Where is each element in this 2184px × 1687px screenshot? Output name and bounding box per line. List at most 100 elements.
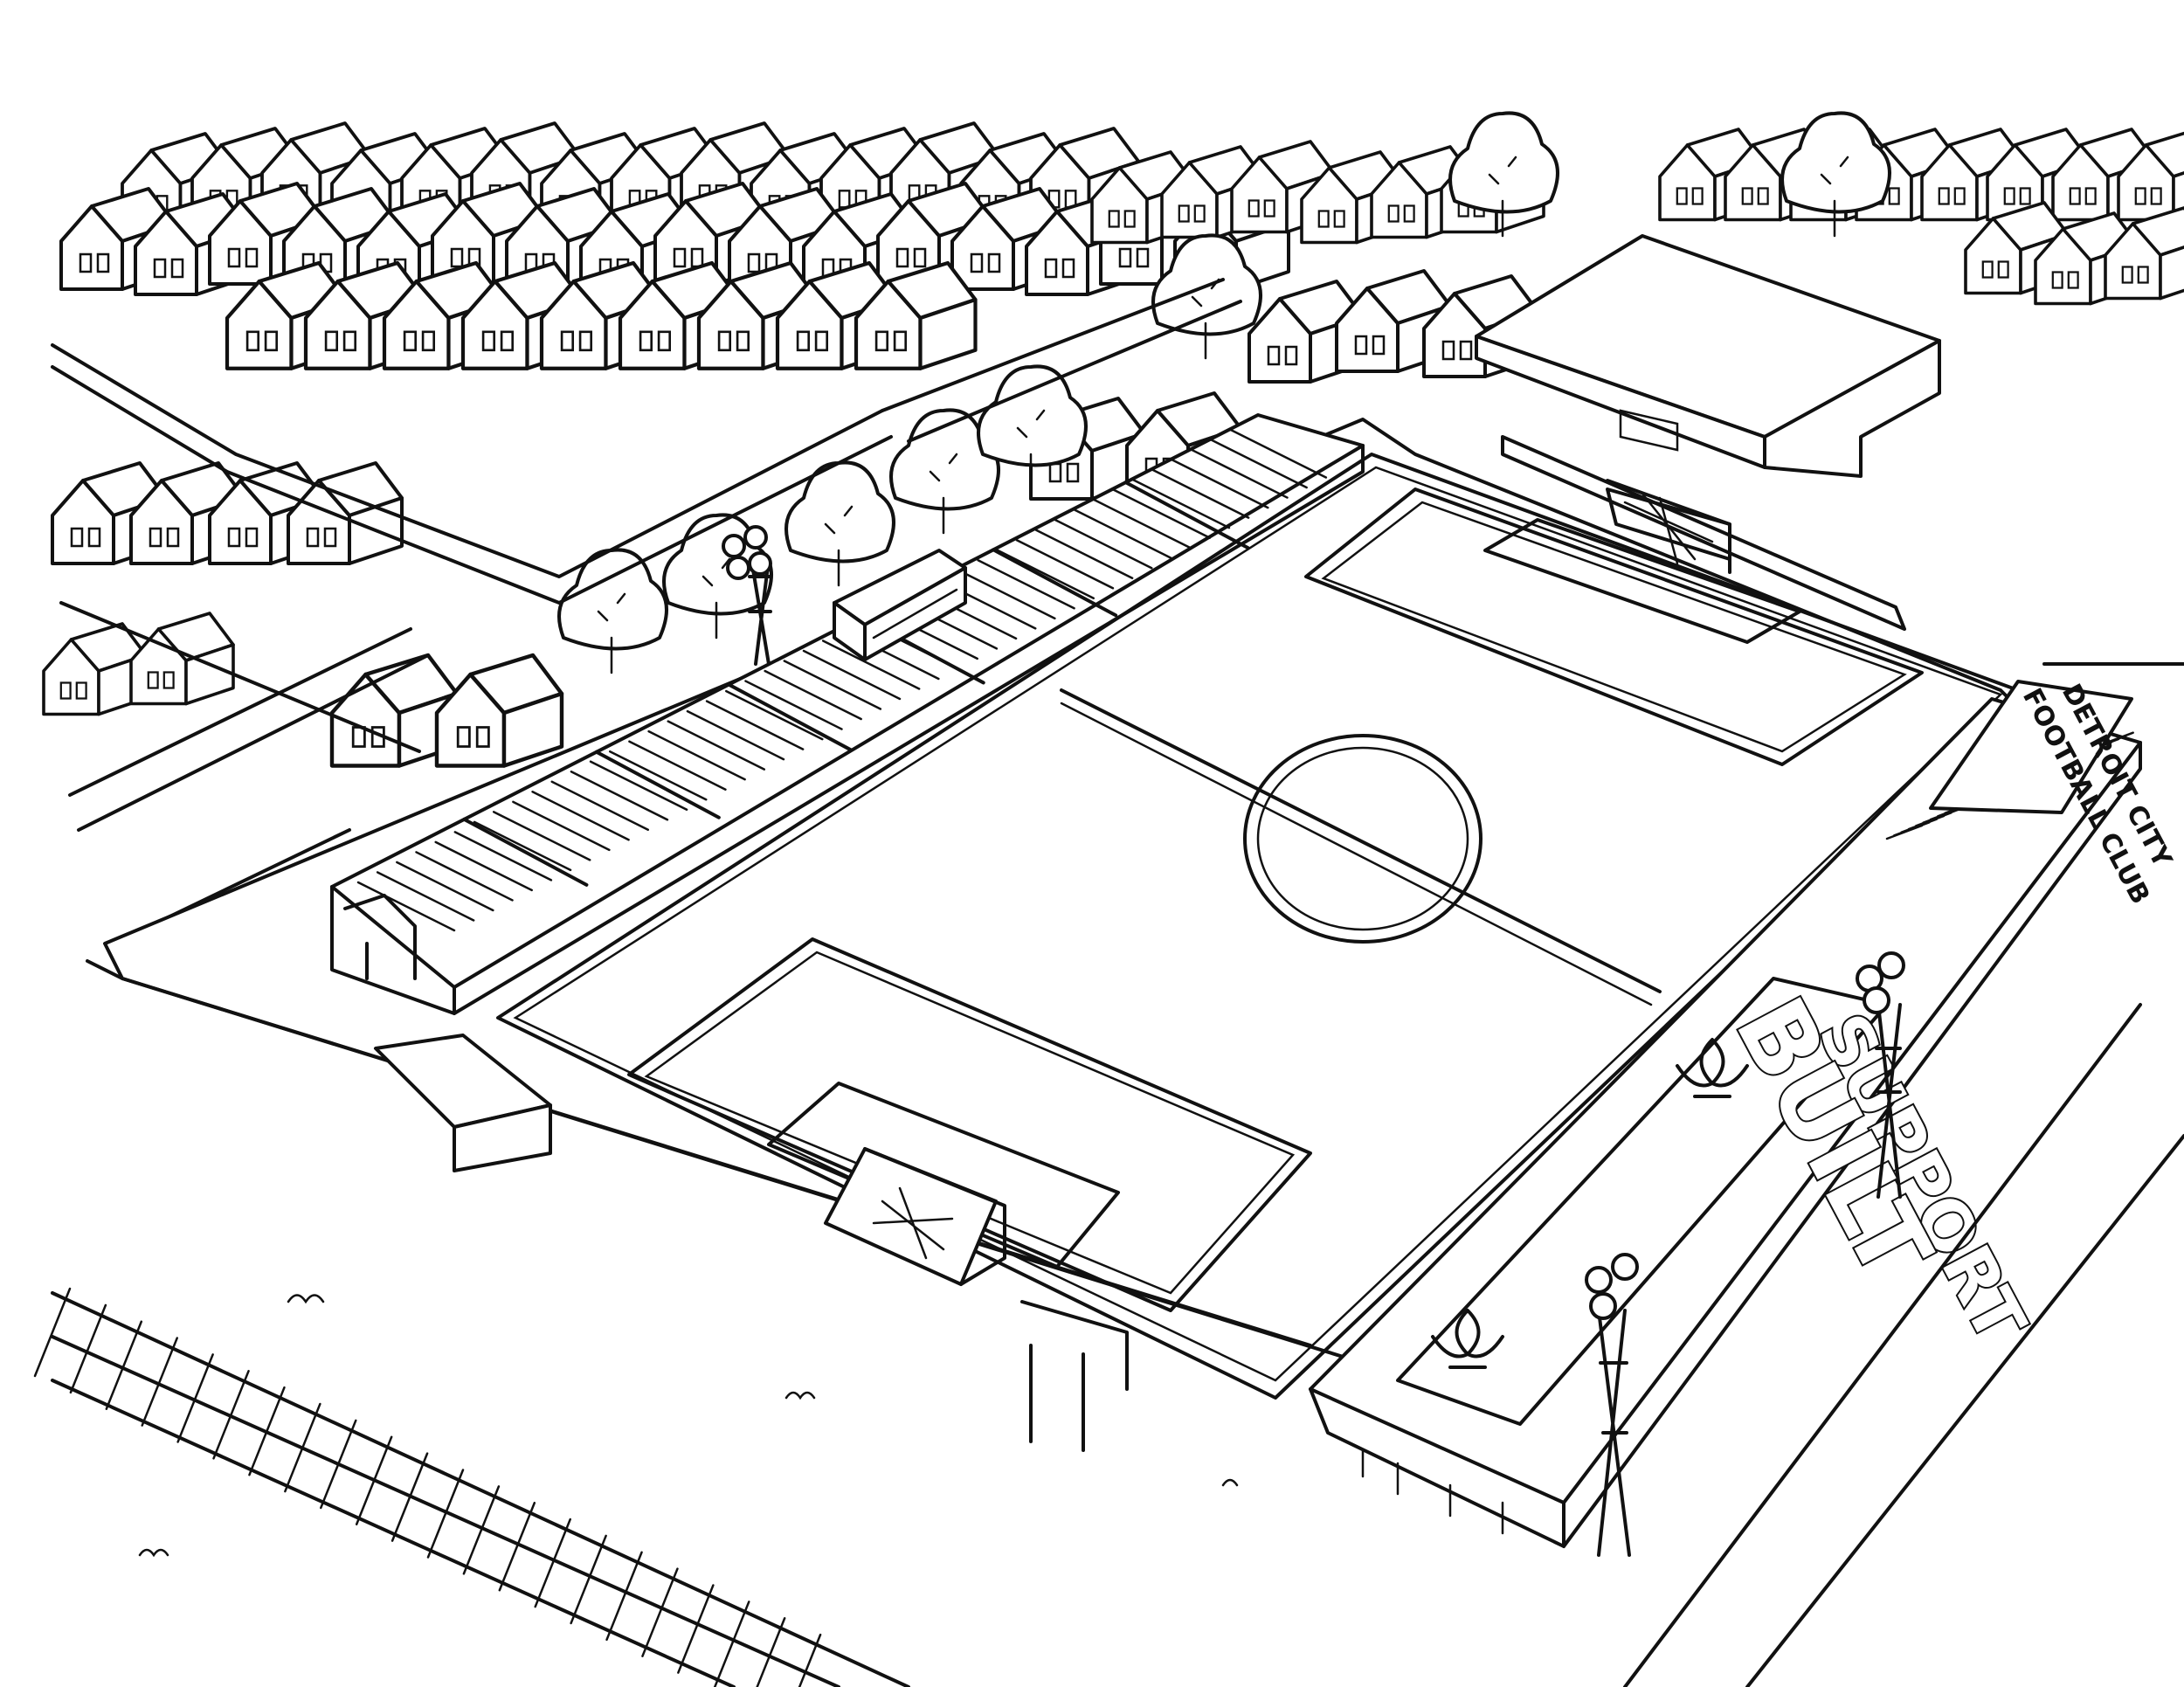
seat-row [415,851,514,902]
far-penalty-area [1304,487,1924,766]
floodlight-tower-left [722,525,772,666]
far-goal-area [1483,518,1801,644]
house [1090,150,1196,245]
clubhouse-building [1475,234,1941,478]
seat-row [531,791,630,841]
rail-tie [284,1402,321,1493]
seat-row [1034,529,1134,579]
seat-row [453,831,553,882]
street-network [51,278,1242,945]
house [2117,131,2184,222]
stand-divider [594,750,721,819]
rail-tie [426,1469,465,1559]
near-penalty-area [627,937,1312,1312]
rail-tie [498,1501,536,1592]
center-circle-inner [1256,746,1469,931]
grandstand-seating [356,428,1328,932]
seat-row [396,861,494,912]
seat-row [1171,458,1269,509]
seat-row [1054,518,1153,570]
pitch-inner-outline [513,466,2003,1382]
seat-row [589,760,688,811]
rail-tie [641,1567,679,1657]
seat-row [996,549,1095,600]
seat-row [1151,468,1250,519]
tree [1780,111,1891,238]
rail-tie [713,1601,750,1687]
seat-row [667,720,766,771]
seat-row [705,700,805,750]
seat-row [628,740,727,791]
seat-row [1228,428,1328,479]
railway-ties [33,1287,822,1687]
seat-row [550,780,649,832]
scoreboard-frame [1020,1300,1129,1452]
small-shed [374,1034,552,1172]
rail-tie [69,1303,107,1394]
halfway-line [1060,688,1662,993]
rail-tie [462,1485,501,1575]
seat-row [356,881,456,932]
seat-row [1074,508,1172,559]
press-box [833,549,967,661]
rail-tie [355,1435,393,1526]
seat-row [802,649,902,701]
rail-tie [212,1370,250,1460]
rail-tie [141,1337,178,1427]
tree [557,548,668,674]
seat-row [1093,498,1192,550]
rail-tie [570,1534,607,1625]
far-penalty-area-inner [1321,501,1907,753]
rail-tie [798,1633,822,1687]
rail-tie [390,1452,429,1542]
rail-tie [677,1584,715,1674]
seat-row [647,729,746,781]
house [2104,206,2184,301]
rail-tie [756,1617,786,1687]
seat-row [744,680,843,730]
rail-tie [320,1419,357,1510]
grass-marks [138,1294,1239,1558]
seat-row [1112,488,1212,539]
seat-row [1190,448,1289,499]
near-penalty-area-inner [644,951,1296,1295]
right-road [1623,662,2184,1687]
seat-row [1209,438,1308,489]
stand-divider [727,682,854,752]
seat-row [764,669,862,721]
house [434,653,564,768]
seat-row [725,689,824,741]
house [854,260,978,370]
tree [784,460,895,587]
halfway-line-2 [1060,702,1653,1006]
seat-row [512,800,611,852]
center-circle [1243,734,1482,944]
rail-tie [605,1551,643,1642]
seat-row [957,569,1056,620]
seat-row [783,660,882,710]
seat-row [977,559,1075,610]
stand-divider [992,548,1118,618]
near-goal [824,1147,1006,1286]
seat-row [376,871,475,922]
floodlight-tower-right-2 [1585,1253,1639,1557]
stand-divider [462,817,589,887]
rail-tie [33,1287,72,1378]
house [1300,150,1406,245]
fleur-de-lis-icon [1676,1038,1749,1098]
seat-row [609,750,708,801]
tree [889,408,1000,535]
seat-row [686,709,785,761]
house-rows [42,121,2184,768]
seat-row [1131,478,1231,529]
seat-row [570,771,669,821]
far-end-wall [1501,435,1906,631]
stand-divider [1123,481,1250,550]
house [129,612,235,706]
seat-row [1015,539,1115,590]
rail-tie [534,1518,571,1608]
seat-row [434,840,533,892]
fleur-de-lis-icon [1431,1309,1504,1369]
floodlight-tower-right-1 [1856,951,1905,1199]
